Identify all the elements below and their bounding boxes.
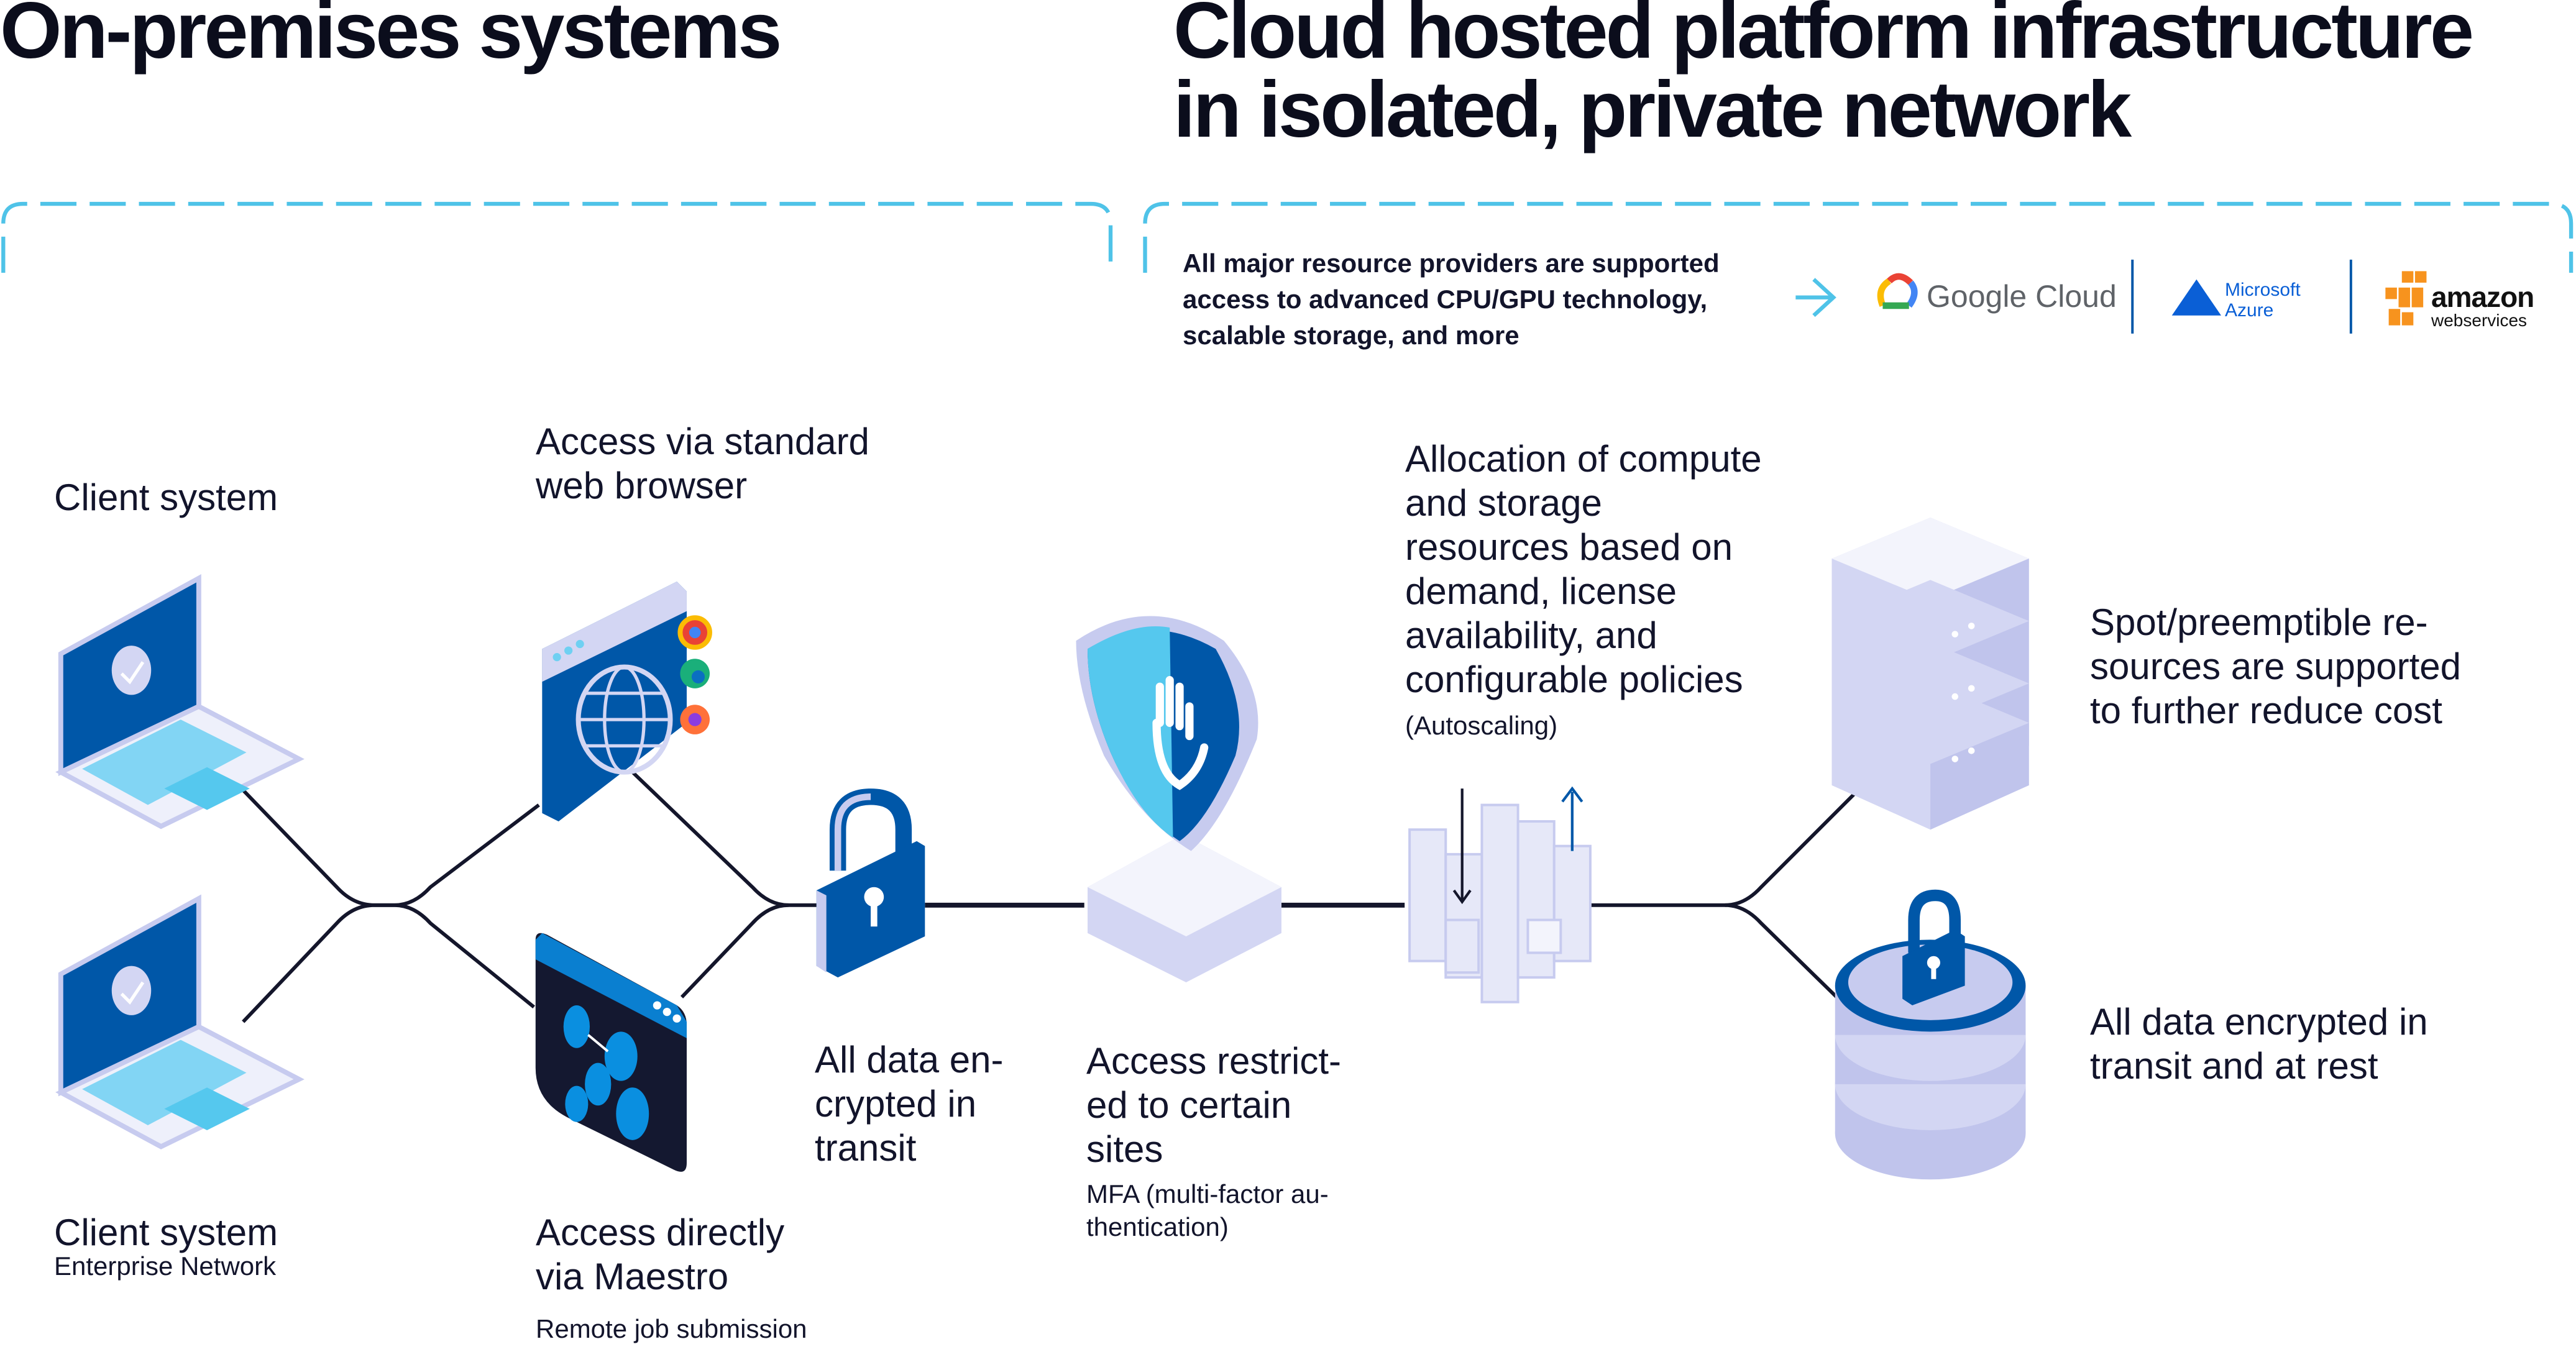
text-line: via Maestro bbox=[536, 1256, 729, 1297]
text-line: demand, license bbox=[1405, 570, 1677, 612]
cloud-heading-line2: in isolated, private network bbox=[1173, 65, 2132, 154]
maestro-access-label: Access directly via Maestro Remote job s… bbox=[536, 1210, 807, 1345]
on-premises-heading: On-premises systems bbox=[0, 0, 782, 75]
text-line: Allocation of compute bbox=[1405, 438, 1762, 480]
arrow-right-icon bbox=[1795, 278, 1836, 318]
aws-logo-line1: amazon bbox=[2431, 281, 2534, 313]
text-line: All data en- bbox=[815, 1039, 1004, 1081]
autoscaling-cubes-icon bbox=[1408, 786, 1592, 1003]
encrypted-database-icon bbox=[1835, 889, 2026, 1180]
google-cloud-logo-icon bbox=[1877, 273, 1918, 309]
aws-logo-icon bbox=[2385, 271, 2427, 326]
text-line: Access restrict- bbox=[1086, 1040, 1342, 1082]
client-system-2-label: Client system Enterprise Network bbox=[54, 1210, 278, 1282]
azure-logo-line1: Microsoft bbox=[2225, 280, 2301, 300]
azure-logo: Microsoft Azure bbox=[2225, 280, 2301, 321]
text-line: sources are supported bbox=[2090, 646, 2462, 687]
text-line: All data encrypted in bbox=[2090, 1001, 2428, 1043]
laptop-icon bbox=[55, 574, 305, 829]
text-line: Access directly bbox=[536, 1212, 785, 1253]
encrypt-rest-label: All data encrypted in transit and at res… bbox=[2090, 1000, 2428, 1088]
text-line: crypted in bbox=[815, 1083, 977, 1125]
maestro-subtitle: Remote job submission bbox=[536, 1314, 807, 1343]
cloud-bracket bbox=[1143, 201, 2574, 273]
text-line: Access via standard bbox=[536, 421, 869, 462]
connector-lines bbox=[242, 770, 1877, 1023]
providers-description: All major resource providers are support… bbox=[1183, 245, 1720, 354]
padlock-icon bbox=[816, 788, 925, 978]
server-stack-icon bbox=[1831, 517, 2029, 830]
text-line: scalable storage, and more bbox=[1183, 321, 1519, 350]
text-line: transit and at rest bbox=[2090, 1045, 2378, 1087]
azure-logo-line2: Azure bbox=[2225, 300, 2274, 321]
text-line: thentication) bbox=[1086, 1212, 1229, 1241]
google-cloud-logo: Google Cloud bbox=[1927, 279, 2117, 314]
cloud-heading-line1: Cloud hosted platform infrastructure bbox=[1173, 0, 2474, 75]
text-line: ed to certain bbox=[1086, 1084, 1292, 1126]
laptop-icon bbox=[55, 894, 305, 1149]
spot-resources-label: Spot/preemptible re- sources are support… bbox=[2090, 600, 2461, 733]
text-line: availability, and bbox=[1405, 615, 1657, 656]
encrypt-transit-label: All data en- crypted in transit bbox=[815, 1038, 1004, 1170]
text-line: transit bbox=[815, 1127, 917, 1169]
text-line: sites bbox=[1086, 1128, 1163, 1170]
text-line: web browser bbox=[536, 465, 748, 506]
text-line: All major resource providers are support… bbox=[1183, 249, 1720, 278]
azure-logo-icon bbox=[2171, 279, 2222, 316]
access-restricted-label: Access restrict- ed to certain sites MFA… bbox=[1086, 1039, 1341, 1243]
allocation-label: Allocation of compute and storage resour… bbox=[1405, 437, 1762, 742]
browser-access-label: Access via standard web browser bbox=[536, 419, 869, 508]
text-line: configurable policies bbox=[1405, 659, 1743, 700]
on-premises-bracket bbox=[1, 201, 1113, 273]
text-line: Spot/preemptible re- bbox=[2090, 601, 2428, 643]
maestro-app-icon bbox=[535, 933, 687, 1172]
check-icon bbox=[111, 966, 152, 1015]
web-browser-icon bbox=[542, 582, 712, 821]
text-line: and storage bbox=[1405, 482, 1602, 524]
aws-logo-line2: webservices bbox=[2431, 311, 2528, 330]
shield-pedestal-icon bbox=[1076, 616, 1281, 983]
hand-icon bbox=[1152, 676, 1209, 790]
text-line: resources based on bbox=[1405, 526, 1733, 568]
autoscaling-note: (Autoscaling) bbox=[1405, 711, 1558, 740]
text-line: access to advanced CPU/GPU technology, bbox=[1183, 285, 1708, 314]
check-icon bbox=[111, 646, 152, 695]
client-system-2-subtitle: Enterprise Network bbox=[54, 1251, 277, 1281]
text-line: MFA (multi-factor au- bbox=[1086, 1179, 1329, 1209]
client-system-2-title: Client system bbox=[54, 1212, 278, 1253]
aws-logo: amazon webservices bbox=[2431, 283, 2534, 330]
client-system-1-label: Client system bbox=[54, 477, 278, 518]
text-line: to further reduce cost bbox=[2090, 690, 2442, 731]
